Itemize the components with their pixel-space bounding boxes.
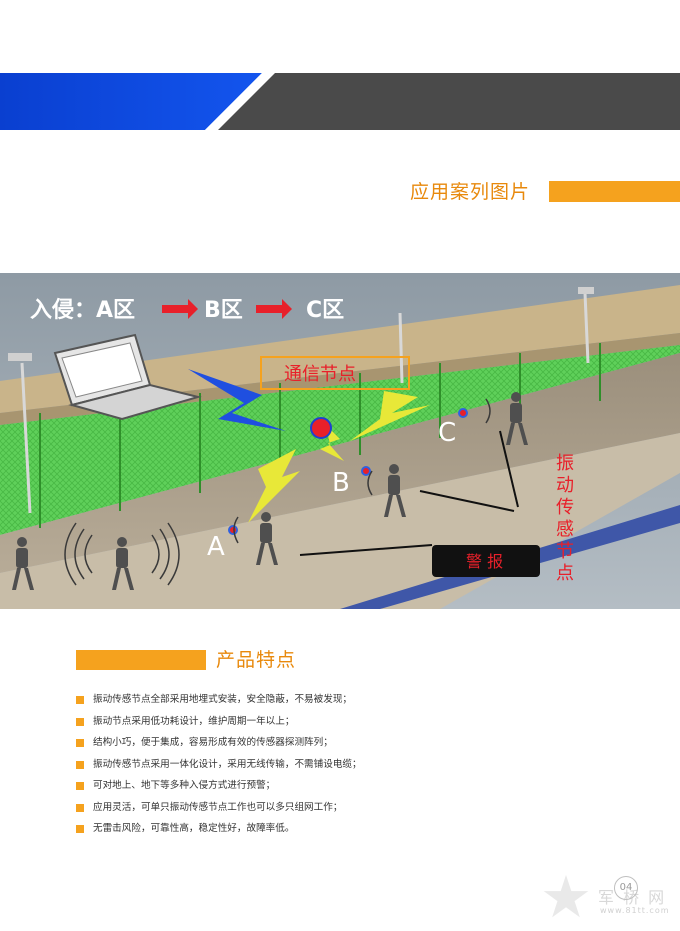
- header-band-gray: [217, 73, 680, 130]
- signal-bolt-blue: [188, 369, 286, 431]
- scene-title-a: 入侵：A区: [30, 297, 135, 323]
- page-number: 04: [614, 876, 638, 900]
- bullet-square-icon: [76, 782, 84, 790]
- node-label-a: A: [207, 532, 225, 562]
- bullet-square-icon: [76, 803, 84, 812]
- features-section-bar: [76, 650, 206, 670]
- signal-bolt-yellow-2: [320, 425, 344, 461]
- arrow-icon-1: [162, 299, 198, 319]
- feature-item: 应用灵活，可单只振动传感节点工作也可以多只组网工作；: [76, 797, 362, 819]
- lamp-posts: [8, 287, 594, 514]
- sensor-marker-a: [228, 525, 238, 535]
- features-section-title: 产品特点: [216, 649, 297, 671]
- feature-item: 振动节点采用低功耗设计，维护周期一年以上；: [76, 711, 362, 733]
- feature-item: 振动传感节点全部采用地埋式安装，安全隐蔽，不易被发现；: [76, 689, 362, 711]
- comm-node-box: [260, 356, 410, 390]
- vertical-char-1: 振: [556, 453, 574, 474]
- laptop: [53, 333, 202, 421]
- comm-node-label: 通信节点: [284, 364, 356, 385]
- vibration-waves: [64, 398, 491, 586]
- feature-item: 结构小巧，便于集成，容易形成有效的传感器探测阵列；: [76, 732, 362, 754]
- sensor-marker-b: [361, 466, 371, 476]
- bullet-square-icon: [76, 825, 84, 833]
- green-fence: [0, 345, 680, 535]
- vertical-char-4: 感: [556, 519, 574, 540]
- bullet-square-icon: [76, 739, 84, 747]
- alarm-label: 警 报: [466, 552, 503, 571]
- leader-lines: [299, 430, 519, 556]
- arrow-icon-2: [256, 299, 292, 319]
- sensor-marker-c: [458, 408, 468, 418]
- vertical-char-2: 动: [556, 475, 574, 496]
- bullet-square-icon: [76, 717, 84, 726]
- wall-top: [0, 285, 680, 413]
- node-label-b: B: [332, 468, 350, 498]
- scene-title-c: C区: [306, 298, 344, 323]
- vertical-char-3: 传: [556, 497, 574, 518]
- scene-svg: 通信节点 入侵：A区 B区 C区 A B C: [0, 273, 680, 609]
- vertical-label: 振 动 传 感 节 点: [556, 453, 574, 584]
- scene-title-b: B区: [204, 298, 243, 323]
- bullet-square-icon: [76, 760, 84, 769]
- feature-item: 可对地上、地下等多种入侵方式进行预警；: [76, 775, 362, 797]
- feature-item: 无雷击风险，可靠性高，稳定性好，故障率低。: [76, 818, 362, 840]
- node-label-c: C: [438, 418, 456, 448]
- watermark-star-icon: ★: [540, 863, 592, 931]
- alarm-box: [432, 545, 540, 577]
- case-section-title: 应用案列图片: [410, 181, 531, 203]
- signal-bolt-yellow-1: [350, 391, 430, 441]
- intruder-figures: [12, 392, 528, 590]
- vertical-char-6: 点: [556, 563, 574, 584]
- fence-posts: [39, 343, 601, 528]
- features-list: 振动传感节点全部采用地埋式安装，安全隐蔽，不易被发现； 振动节点采用低功耗设计，…: [76, 689, 362, 840]
- comm-node-marker: [310, 417, 332, 439]
- bullet-square-icon: [76, 696, 84, 704]
- vertical-char-5: 节: [556, 541, 574, 562]
- signal-bolt-yellow-3: [248, 449, 300, 523]
- case-section-bar: [549, 181, 680, 202]
- application-illustration: 通信节点 入侵：A区 B区 C区 A B C: [0, 273, 680, 609]
- feature-item: 振动传感节点采用一体化设计，采用无线传输，不需铺设电缆；: [76, 754, 362, 776]
- watermark-url: www.81tt.com: [600, 906, 670, 915]
